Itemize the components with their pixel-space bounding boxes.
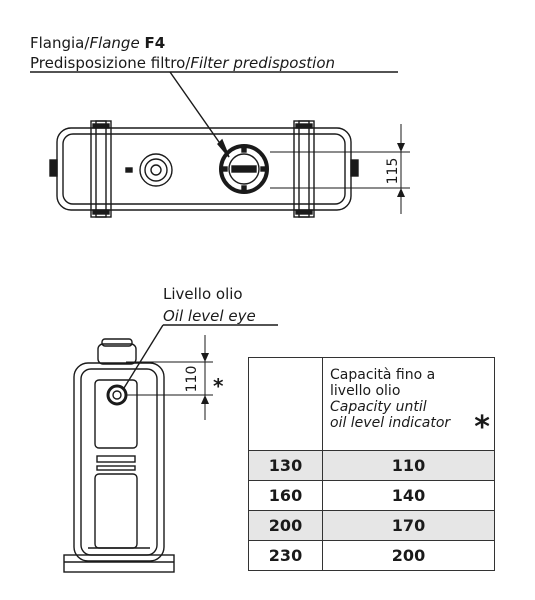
row-capacity: 200 — [322, 540, 495, 571]
table-header-capacity: Capacità fino a livello olio Capacity un… — [322, 357, 495, 451]
flange-callout: Flangia/Flange F4 — [30, 34, 165, 53]
table-row: 130 110 — [248, 450, 495, 481]
tank-side-view — [63, 338, 175, 573]
row-size: 160 — [248, 480, 323, 511]
filter-callout: Predisposizione filtro/Filter predispost… — [30, 54, 335, 73]
oil-level-label-it: Livello olio — [163, 285, 243, 303]
row-capacity: 110 — [322, 450, 495, 481]
table-row: 160 140 — [248, 480, 495, 511]
header-en-line1: Capacity until — [330, 399, 427, 415]
table-row: 230 200 — [248, 540, 495, 571]
header-en-line2: oil level indicator — [330, 415, 451, 431]
capacity-table-header: Capacità fino a livello olio Capacity un… — [248, 357, 495, 451]
flange-label-en: Flange — [89, 34, 140, 52]
row-capacity: 170 — [322, 510, 495, 541]
capacity-table: Capacità fino a livello olio Capacity un… — [248, 357, 495, 571]
header-marker: * — [474, 410, 490, 445]
oil-level-label-en: Oil level eye — [163, 307, 256, 325]
header-it-line1: Capacità fino a — [330, 367, 436, 383]
row-size: 230 — [248, 540, 323, 571]
filter-label-en: Filter predispostion — [190, 54, 336, 72]
row-size: 200 — [248, 510, 323, 541]
table-header-empty — [248, 357, 323, 451]
flange-code: F4 — [144, 34, 166, 52]
dimension-115-label: 115 — [385, 158, 401, 185]
dimension-115 — [270, 124, 410, 214]
row-capacity: 140 — [322, 480, 495, 511]
dimension-110-label: 110 — [184, 366, 200, 393]
dimension-110-marker: * — [213, 374, 224, 398]
oil-level-leader-line — [123, 324, 164, 389]
row-size: 130 — [248, 450, 323, 481]
filter-leader-line — [169, 71, 227, 153]
table-row: 200 170 — [248, 510, 495, 541]
tank-top-view — [49, 120, 359, 218]
dimension-110 — [126, 335, 213, 420]
header-it-line2: livello olio — [330, 383, 401, 399]
filter-label-it: Predisposizione filtro/ — [30, 54, 191, 72]
flange-label-it: Flangia/ — [30, 34, 90, 52]
